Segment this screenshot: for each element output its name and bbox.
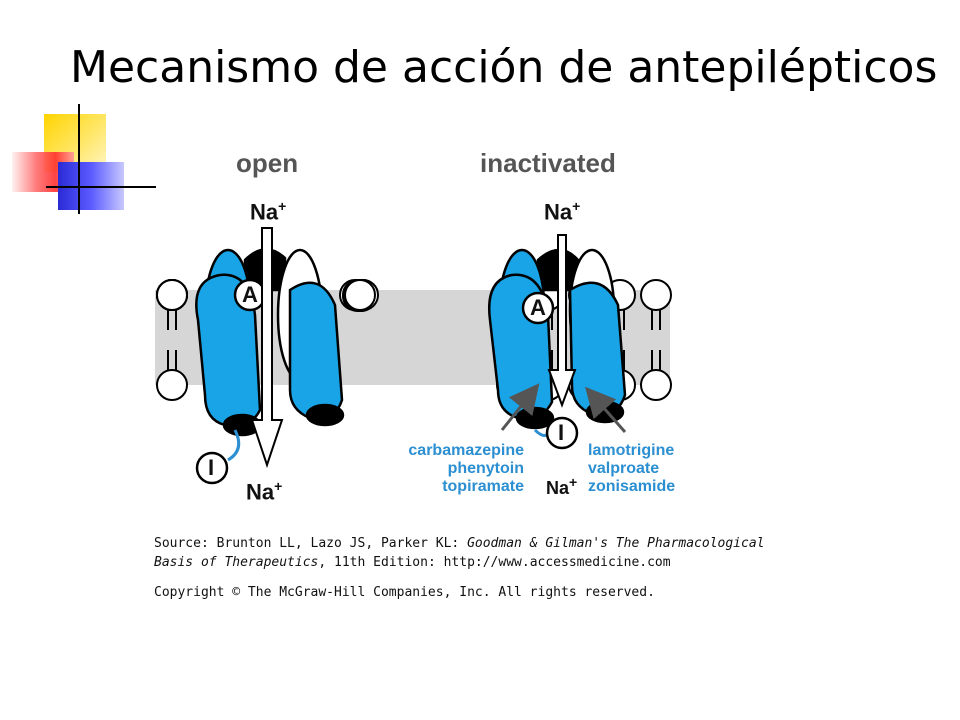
open-inactivation-gate-label: I xyxy=(208,455,215,480)
drug-name: valproate xyxy=(588,460,660,477)
drug-name: lamotrigine xyxy=(588,442,675,459)
drug-name: topiramate xyxy=(442,478,524,495)
open-inactivation-gate xyxy=(195,451,229,485)
open-ion-label-bottom: Na+ xyxy=(246,478,283,505)
drug-name: phenytoin xyxy=(447,460,524,477)
open-channel xyxy=(195,248,345,437)
inactivated-state-label: inactivated xyxy=(480,148,616,178)
open-bottom-cap-right xyxy=(305,403,345,427)
sodium-channel-figure: open inactivated Na+ Na+ Na+ Na+ A I A I… xyxy=(150,140,840,610)
drug-name: carbamazepine xyxy=(408,442,524,459)
channel-diagram xyxy=(155,227,672,485)
inact-inactivation-gate xyxy=(545,416,579,450)
open-activation-gate-label: A xyxy=(242,282,258,307)
copyright-notice: Copyright © The McGraw-Hill Companies, I… xyxy=(154,585,655,600)
inact-ion-label-bottom: Na+ xyxy=(546,474,578,498)
inact-right-subunit xyxy=(568,281,627,416)
drug-list-left: carbamazepine phenytoin topiramate xyxy=(394,442,524,496)
open-ion-label-top: Na+ xyxy=(250,198,287,225)
inact-ion-arrow xyxy=(547,234,577,408)
drug-name: zonisamide xyxy=(588,478,676,495)
inact-bottom-cap-left xyxy=(515,406,555,430)
inact-inactivation-gate-label: I xyxy=(558,420,565,445)
open-ion-arrow xyxy=(250,227,284,469)
inact-activation-gate-label: A xyxy=(530,295,546,320)
open-right-subunit xyxy=(288,281,344,420)
open-state-label: open xyxy=(236,148,299,178)
drug-list-right: lamotrigine valproate zonisamide xyxy=(588,442,675,496)
source-citation-line-2: Basis of Therapeutics, 11th Edition: htt… xyxy=(154,555,671,570)
open-gate-tether xyxy=(227,429,241,462)
drug-arrow-left xyxy=(500,383,540,431)
inact-activation-gate xyxy=(521,291,555,325)
slide-title: Mecanismo de acción de antepilépticos xyxy=(70,42,938,93)
source-citation-line-1: Source: Brunton LL, Lazo JS, Parker KL: … xyxy=(154,536,765,551)
deco-horizontal-line xyxy=(46,186,156,188)
drug-arrow-right xyxy=(585,386,627,433)
deco-vertical-line xyxy=(78,104,80,214)
open-left-subunit xyxy=(195,273,262,428)
inact-ion-label-top: Na+ xyxy=(544,198,581,225)
inact-bottom-cap-right xyxy=(585,400,625,424)
